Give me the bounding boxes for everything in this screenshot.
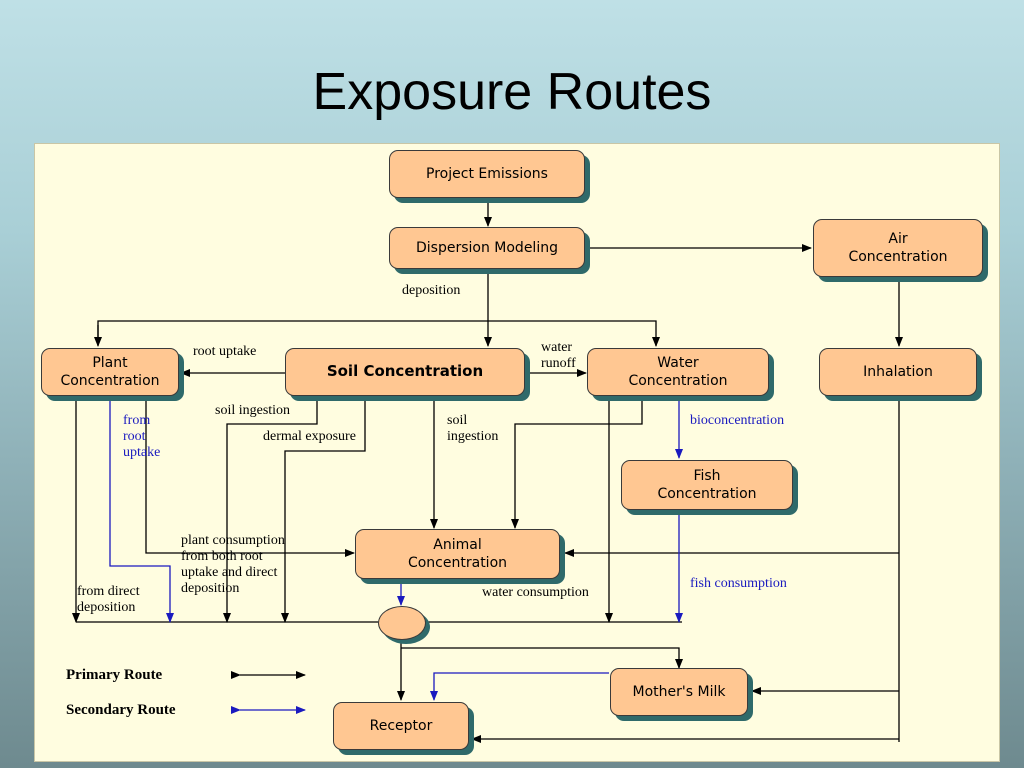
label-water-consumption: water consumption (482, 585, 589, 600)
edge-soil-ingestion (223, 398, 318, 623)
label-from-direct-deposition: from direct deposition (77, 584, 140, 615)
label-water-runoff: water runoff (541, 340, 576, 371)
edge-milk-receptor (430, 672, 609, 701)
label-soil-ingestion-1: soil ingestion (215, 403, 291, 418)
label-from-root-uptake: from root uptake (123, 413, 161, 460)
legend-secondary-label: Secondary Route (66, 702, 176, 718)
node-project-emissions: Project Emissions (389, 150, 585, 198)
node-plant-concentration: Plant Concentration (41, 348, 179, 396)
junction-node (378, 606, 426, 640)
node-fish-concentration: Fish Concentration (621, 460, 793, 510)
node-soil-concentration: Soil Concentration (285, 348, 525, 396)
node-receptor: Receptor (333, 702, 469, 750)
label-dermal-exposure: dermal exposure (263, 429, 356, 444)
node-dispersion-modeling: Dispersion Modeling (389, 227, 585, 269)
node-water-concentration: Water Concentration (587, 348, 769, 396)
node-inhalation: Inhalation (819, 348, 977, 396)
edge-dermal-exposure (281, 398, 366, 623)
edge-circle-milk (401, 647, 683, 669)
slide-title: Exposure Routes (312, 63, 712, 121)
edge-water-animal (511, 398, 643, 529)
node-animal-concentration: Animal Concentration (355, 529, 560, 579)
node-mothers-milk: Mother's Milk (610, 668, 748, 716)
label-bioconcentration: bioconcentration (690, 413, 785, 428)
legend-primary-label: Primary Route (66, 667, 163, 683)
label-deposition: deposition (402, 283, 461, 298)
edge-root-uptake-secondary (109, 398, 174, 623)
label-fish-consumption: fish consumption (690, 576, 787, 591)
label-plant-consumption: plant consumption from both root uptake … (181, 533, 285, 596)
label-soil-ingestion-2: soil ingestion (447, 413, 499, 444)
edge-plant-animal (145, 398, 355, 557)
node-air-concentration: Air Concentration (813, 219, 983, 277)
label-root-uptake: root uptake (193, 344, 257, 359)
